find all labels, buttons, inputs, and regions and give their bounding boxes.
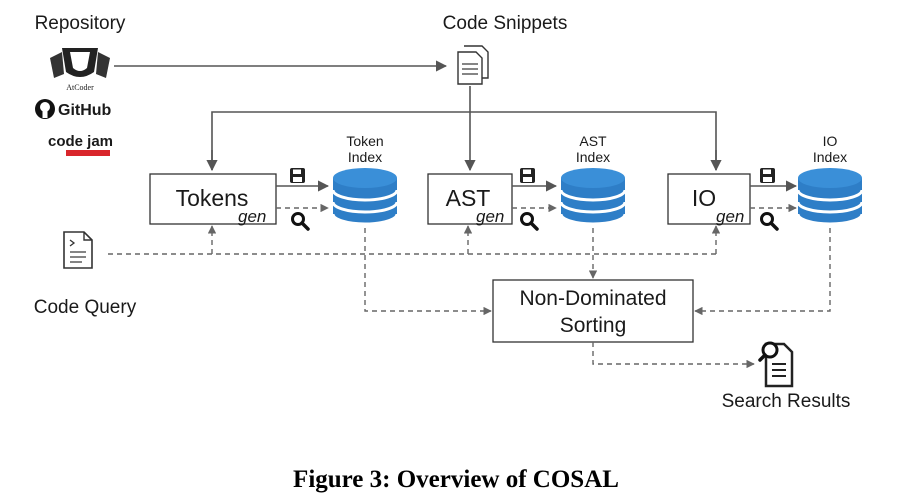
io-index-label-1: IO <box>823 133 838 149</box>
code-snippets-icon <box>457 45 489 85</box>
save-icon <box>290 168 305 183</box>
code-snippets-label: Code Snippets <box>443 13 568 34</box>
atcoder-logo: AtCoder <box>50 48 110 92</box>
sorting-label-1: Non-Dominated <box>519 287 666 310</box>
ast-gen-label: AST <box>446 185 491 211</box>
io-index-database-icon <box>796 166 864 226</box>
ast-gen-box: AST gen <box>427 173 513 226</box>
io-gen-box: IO gen <box>667 173 751 226</box>
search-icon <box>759 211 779 231</box>
ast-gen-sub: gen <box>476 207 504 226</box>
save-icon <box>520 168 535 183</box>
tokens-gen-sub: gen <box>238 207 266 226</box>
ast-index-label-2: Index <box>576 149 610 165</box>
io-index-label-2: Index <box>813 149 847 165</box>
code-query-label: Code Query <box>34 297 137 318</box>
github-logo-text: GitHub <box>58 102 112 119</box>
search-icon <box>519 211 539 231</box>
code-query-icon <box>63 231 93 269</box>
non-dominated-sorting-box: Non-Dominated Sorting <box>492 279 694 343</box>
search-results-icon <box>758 341 794 388</box>
search-icon <box>290 211 310 231</box>
search-results-label: Search Results <box>722 391 851 412</box>
token-index-label-1: Token <box>346 133 383 149</box>
figure-caption: Figure 3: Overview of COSAL <box>293 466 619 493</box>
sorting-label-2: Sorting <box>560 314 627 337</box>
ast-index-database-icon <box>559 166 627 226</box>
token-index-label-2: Index <box>348 149 382 165</box>
io-gen-label: IO <box>692 185 716 211</box>
tokens-gen-label: Tokens <box>176 185 249 211</box>
github-logo: GitHub <box>35 99 112 119</box>
token-index-database-icon <box>331 166 399 226</box>
ast-index-label-1: AST <box>579 133 607 149</box>
io-gen-sub: gen <box>716 207 744 226</box>
atcoder-logo-text: AtCoder <box>66 83 94 92</box>
repository-label: Repository <box>35 13 126 34</box>
codejam-logo-text: code jam <box>48 133 113 150</box>
save-icon <box>760 168 775 183</box>
codejam-logo: code jam <box>48 133 113 156</box>
tokens-gen-box: Tokens gen <box>149 173 277 226</box>
